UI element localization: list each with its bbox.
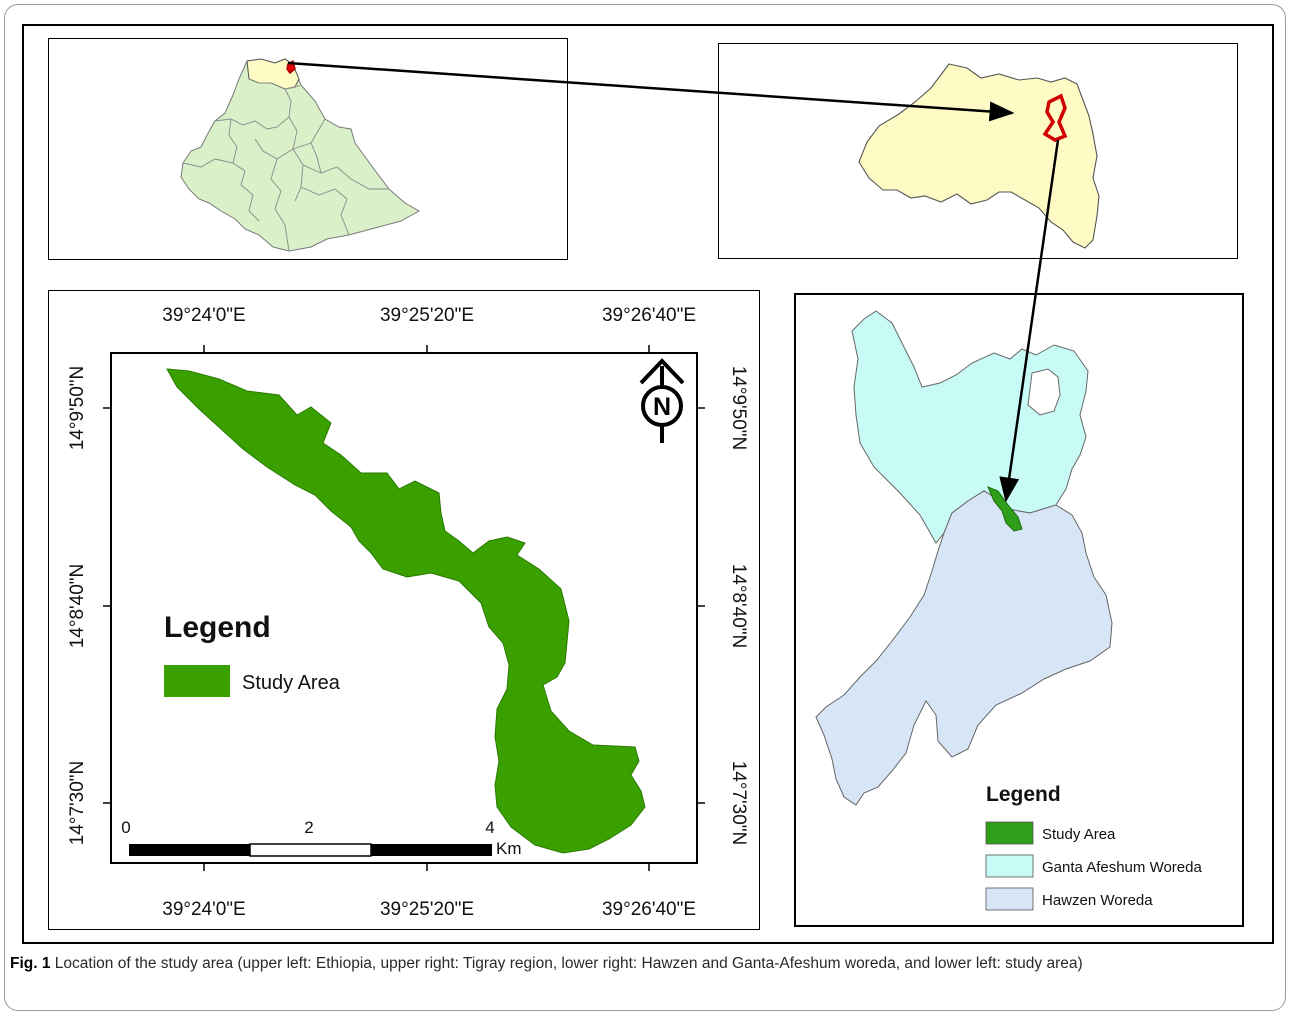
tigray-study-woreda-outline bbox=[1042, 93, 1068, 142]
study-area-polygon bbox=[166, 368, 646, 854]
scale-unit: Km bbox=[496, 839, 522, 858]
scale-tick-4: 4 bbox=[485, 818, 494, 837]
hawzen-woreda-shape bbox=[815, 490, 1113, 806]
north-arrow: N bbox=[639, 358, 685, 443]
legend-label-study-area-left: Study Area bbox=[242, 672, 341, 694]
scale-bar: 0 2 4 Km bbox=[121, 818, 521, 858]
lon-label-bottom-1: 39°24'0"E bbox=[162, 899, 245, 920]
longitude-labels-bottom: 39°24'0"E 39°25'20"E 39°26'40"E bbox=[162, 899, 696, 920]
lat-label-left-2: 14°8'40"N bbox=[67, 564, 88, 649]
tigray-map-svg bbox=[858, 63, 1100, 249]
legend-swatch-ganta-afeshum bbox=[985, 854, 1034, 878]
lat-label-left-3: 14°7'30"N bbox=[67, 761, 88, 846]
lon-label-bottom-2: 39°25'20"E bbox=[380, 899, 474, 920]
lon-label-bottom-3: 39°26'40"E bbox=[602, 899, 696, 920]
scale-tick-2: 2 bbox=[304, 818, 313, 837]
lon-label-top-3: 39°26'40"E bbox=[602, 305, 696, 326]
ethiopia-map-svg bbox=[180, 58, 421, 252]
figure-caption: Fig. 1 Location of the study area (upper… bbox=[10, 953, 1272, 975]
caption-text: Location of the study area (upper left: … bbox=[54, 955, 1083, 972]
lon-label-top-1: 39°24'0"E bbox=[162, 305, 245, 326]
study-area-map: 39°24'0"E 39°25'20"E 39°26'40"E 39°24'0"… bbox=[48, 290, 760, 930]
woreda-map: Legend Study Area Ganta Afeshum Woreda H… bbox=[794, 293, 1244, 927]
legend-label-ganta-afeshum: Ganta Afeshum Woreda bbox=[1042, 859, 1202, 876]
ganta-afeshum-enclave bbox=[1027, 368, 1061, 416]
legend-title-left: Legend bbox=[164, 611, 271, 644]
legend-swatch-study-area-right bbox=[985, 821, 1034, 845]
woreda-map-svg: Legend Study Area Ganta Afeshum Woreda H… bbox=[815, 310, 1202, 911]
ethiopia-overview-map bbox=[48, 38, 568, 260]
lat-label-right-2: 14°8'40"N bbox=[728, 564, 749, 649]
map-layout-frame bbox=[22, 24, 1274, 944]
tigray-region-map bbox=[718, 43, 1238, 259]
legend-swatch-hawzen bbox=[985, 887, 1034, 911]
legend-title-right: Legend bbox=[986, 783, 1061, 806]
legend-swatch-study-area-left bbox=[164, 665, 230, 697]
tigray-outline-shape bbox=[858, 63, 1100, 249]
lat-label-right-1: 14°9'50"N bbox=[728, 366, 749, 451]
region-boundaries bbox=[182, 78, 389, 252]
ethiopia-country-shape bbox=[180, 58, 421, 252]
north-arrow-label: N bbox=[653, 393, 671, 421]
study-area-map-svg: 39°24'0"E 39°25'20"E 39°26'40"E 39°24'0"… bbox=[67, 305, 749, 920]
caption-label: Fig. 1 bbox=[10, 955, 51, 972]
latitude-labels-left: 14°9'50"N 14°8'40"N 14°7'30"N bbox=[67, 366, 88, 846]
graticule-ticks bbox=[103, 345, 705, 871]
scale-tick-0: 0 bbox=[121, 818, 130, 837]
woreda-map-legend: Legend Study Area Ganta Afeshum Woreda H… bbox=[985, 783, 1202, 911]
latitude-labels-right: 14°9'50"N 14°8'40"N 14°7'30"N bbox=[728, 366, 749, 846]
lat-label-right-3: 14°7'30"N bbox=[728, 761, 749, 846]
study-map-legend: Legend Study Area bbox=[164, 611, 341, 697]
figure-border bbox=[4, 4, 1286, 1011]
legend-label-hawzen: Hawzen Woreda bbox=[1042, 892, 1153, 909]
longitude-labels-top: 39°24'0"E 39°25'20"E 39°26'40"E bbox=[162, 305, 696, 326]
lat-label-left-1: 14°9'50"N bbox=[67, 366, 88, 451]
legend-label-study-area-right: Study Area bbox=[1042, 826, 1116, 843]
lon-label-top-2: 39°25'20"E bbox=[380, 305, 474, 326]
